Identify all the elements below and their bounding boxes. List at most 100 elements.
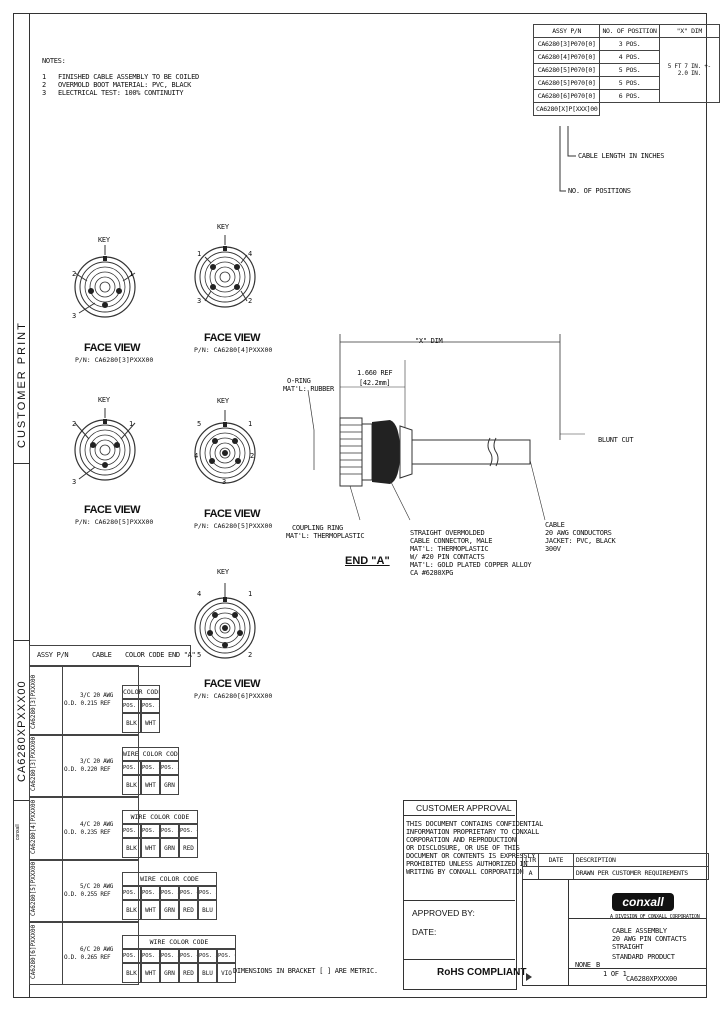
pin-label: 1 [129,420,133,428]
group-cable-spec: O.D. 0.215 REF [64,700,111,707]
sheet-value: 1 OF 1 [603,970,627,978]
scale-value: NONE [575,961,591,969]
wire-color-cell: BLU [198,963,217,983]
color-code-table: ASSY P/N CABLE COLOR CODE END "A" [29,645,196,985]
pin-label: 5 [197,420,201,428]
cable-length-note: CABLE LENGTH IN INCHES [578,152,665,160]
pos-cell: POS. 1 [122,824,141,838]
group-assy-pn: CA6280[5]PXXX00 [30,861,37,916]
group-assy-pn: CA6280[6]PXXX00 [30,924,37,979]
pin-label: 1 [248,590,252,598]
pos-cell: POS. 2 [141,761,160,775]
dimensions-note: DIMENSIONS IN BRACKET [ ] ARE METRIC. [233,967,378,975]
face-view-pn: P/N: CA6280[5]PXXX00 [75,518,154,526]
face-view-pn: P/N: CA6280[3]PXXX00 [75,356,154,364]
rev-cell [537,866,574,880]
approved-by-label: APPROVED BY: [412,908,475,918]
group-cable-spec: 3/C 20 AWG [80,692,114,699]
face-view-title: FACE VIEW [84,504,141,516]
pin-label: 2 [72,270,76,278]
pin-label: 1 [248,420,252,428]
end-a-label: END "A" [345,555,390,567]
connector-note: W/ #20 PIN CONTACTS [410,553,485,561]
assy-pn: CA6280[3]P070[0] [532,37,601,51]
wire-color-code-label: WIRE COLOR CODE [122,747,179,761]
rev-cell: DRAWN PER CUSTOMER REQUIREMENTS [572,866,709,880]
positions-note: NO. OF POSITIONS [568,187,631,195]
pin-label: 2 [248,651,252,659]
cable-note: JACKET: PVC, BLACK [545,537,616,545]
assy-xdim: 5 FT 7 IN. +- 2.0 IN. [658,37,720,103]
group-cable-spec: 6/C 20 AWG [80,945,114,953]
blunt-cut-label: BLUNT CUT [598,436,634,444]
wire-color-code-label: WIRE COLOR CODE [122,935,236,949]
pos-cell: POS. 1 [122,886,141,900]
pos-cell: POS. 2 [141,949,160,963]
connector-face-3pos-b [74,418,136,481]
wire-color-cell: GRN [160,900,179,920]
ref-dim-label: 1.660 REF [357,369,393,377]
color-group-row [29,860,139,922]
pos-cell: POS. 4 [179,949,198,963]
title-line: CABLE ASSEMBLY [612,927,667,935]
group-cable-spec: 4/C 20 AWG [80,820,114,828]
note-text: OVERMOLD BOOT MATERIAL: PVC, BLACK [58,81,192,89]
notes-heading: NOTES: [42,57,66,65]
company-name: A DIVISION OF CONXALL CORPORATION [610,914,700,920]
rev-header: DESCRIPTION [572,853,709,867]
color-group-row [29,735,139,797]
group-assy-pn: CA6280[3]PXXX00 [30,674,37,729]
customer-approval-box [403,800,517,990]
assy-pn: CA6280[5]P070[0] [532,76,601,90]
group-assy-pn: CA6280[3]PXXX00 [30,736,37,791]
group-cable-spec: O.D. 0.255 REF [64,891,111,898]
pos-cell: POS. 6 [217,949,236,963]
group-assy-pn: CA6280[4]PXXX00 [30,799,37,854]
approval-text-line: THIS DOCUMENT CONTAINS CONFIDENTIAL [406,820,544,828]
connector-face-4pos [194,245,256,308]
face-view-title: FACE VIEW [204,678,261,690]
key-label: KEY [98,396,110,404]
key-label: KEY [217,397,229,405]
conxall-logo: conxall [612,893,674,911]
wire-color-code-label: WIRE COLOR CODE [122,872,217,886]
side-strip [13,13,30,998]
pin-label: 2 [72,420,76,428]
wire-color-cell: BLK [122,713,141,733]
key-label: KEY [98,236,110,244]
approval-text-line: DOCUMENT OR CONTENTS IS EXPRESSLY [406,852,536,860]
rev-cell: A [522,866,539,880]
assy-pos: 3 POS. [599,37,660,51]
color-table-header: COLOR CODE END "A" [125,651,196,659]
wire-color-cell: GRN [160,775,179,795]
coupling-material: MAT'L: THERMOPLASTIC [286,532,365,540]
assy-pn: CA6280[4]P070[0] [532,50,601,64]
approval-text-line: WRITING BY CONXALL CORPORATION [406,868,524,876]
wire-color-cell: BLK [122,838,141,858]
date-label: DATE: [412,927,437,937]
color-table-header: CABLE [92,651,112,659]
cable-note: 20 AWG CONDUCTORS [545,529,612,537]
assy-pos: 4 POS. [599,50,660,64]
group-cable-spec: O.D. 0.220 REF [64,766,111,773]
color-group-row [29,922,139,985]
pin-label: 4 [194,452,198,460]
group-cable-spec: O.D. 0.235 REF [64,828,111,836]
wire-color-cell: RED [179,900,198,920]
pos-cell: POS. 3 [160,886,179,900]
title-block [522,879,707,986]
ref-dim-mm: [42.2mm] [359,379,391,387]
assy-pos: 5 POS. [599,63,660,77]
connector-note: MAT'L: THERMOPLASTIC [410,545,489,553]
pos-cell: POS. 1 [122,949,141,963]
pin-label: 1 [129,270,133,278]
key-label: KEY [217,223,229,231]
assy-pos: 6 POS. [599,89,660,103]
pos-cell: POS. 2 [141,886,160,900]
wire-color-cell: WHT [141,775,160,795]
face-views-svg [74,235,256,659]
oring-material: MAT'L: RUBBER [283,385,334,393]
side-part-code: CA6280XPXXX00 [16,680,28,782]
pin-label: 3 [72,478,76,486]
pos-cell: POS. 4 [179,824,198,838]
